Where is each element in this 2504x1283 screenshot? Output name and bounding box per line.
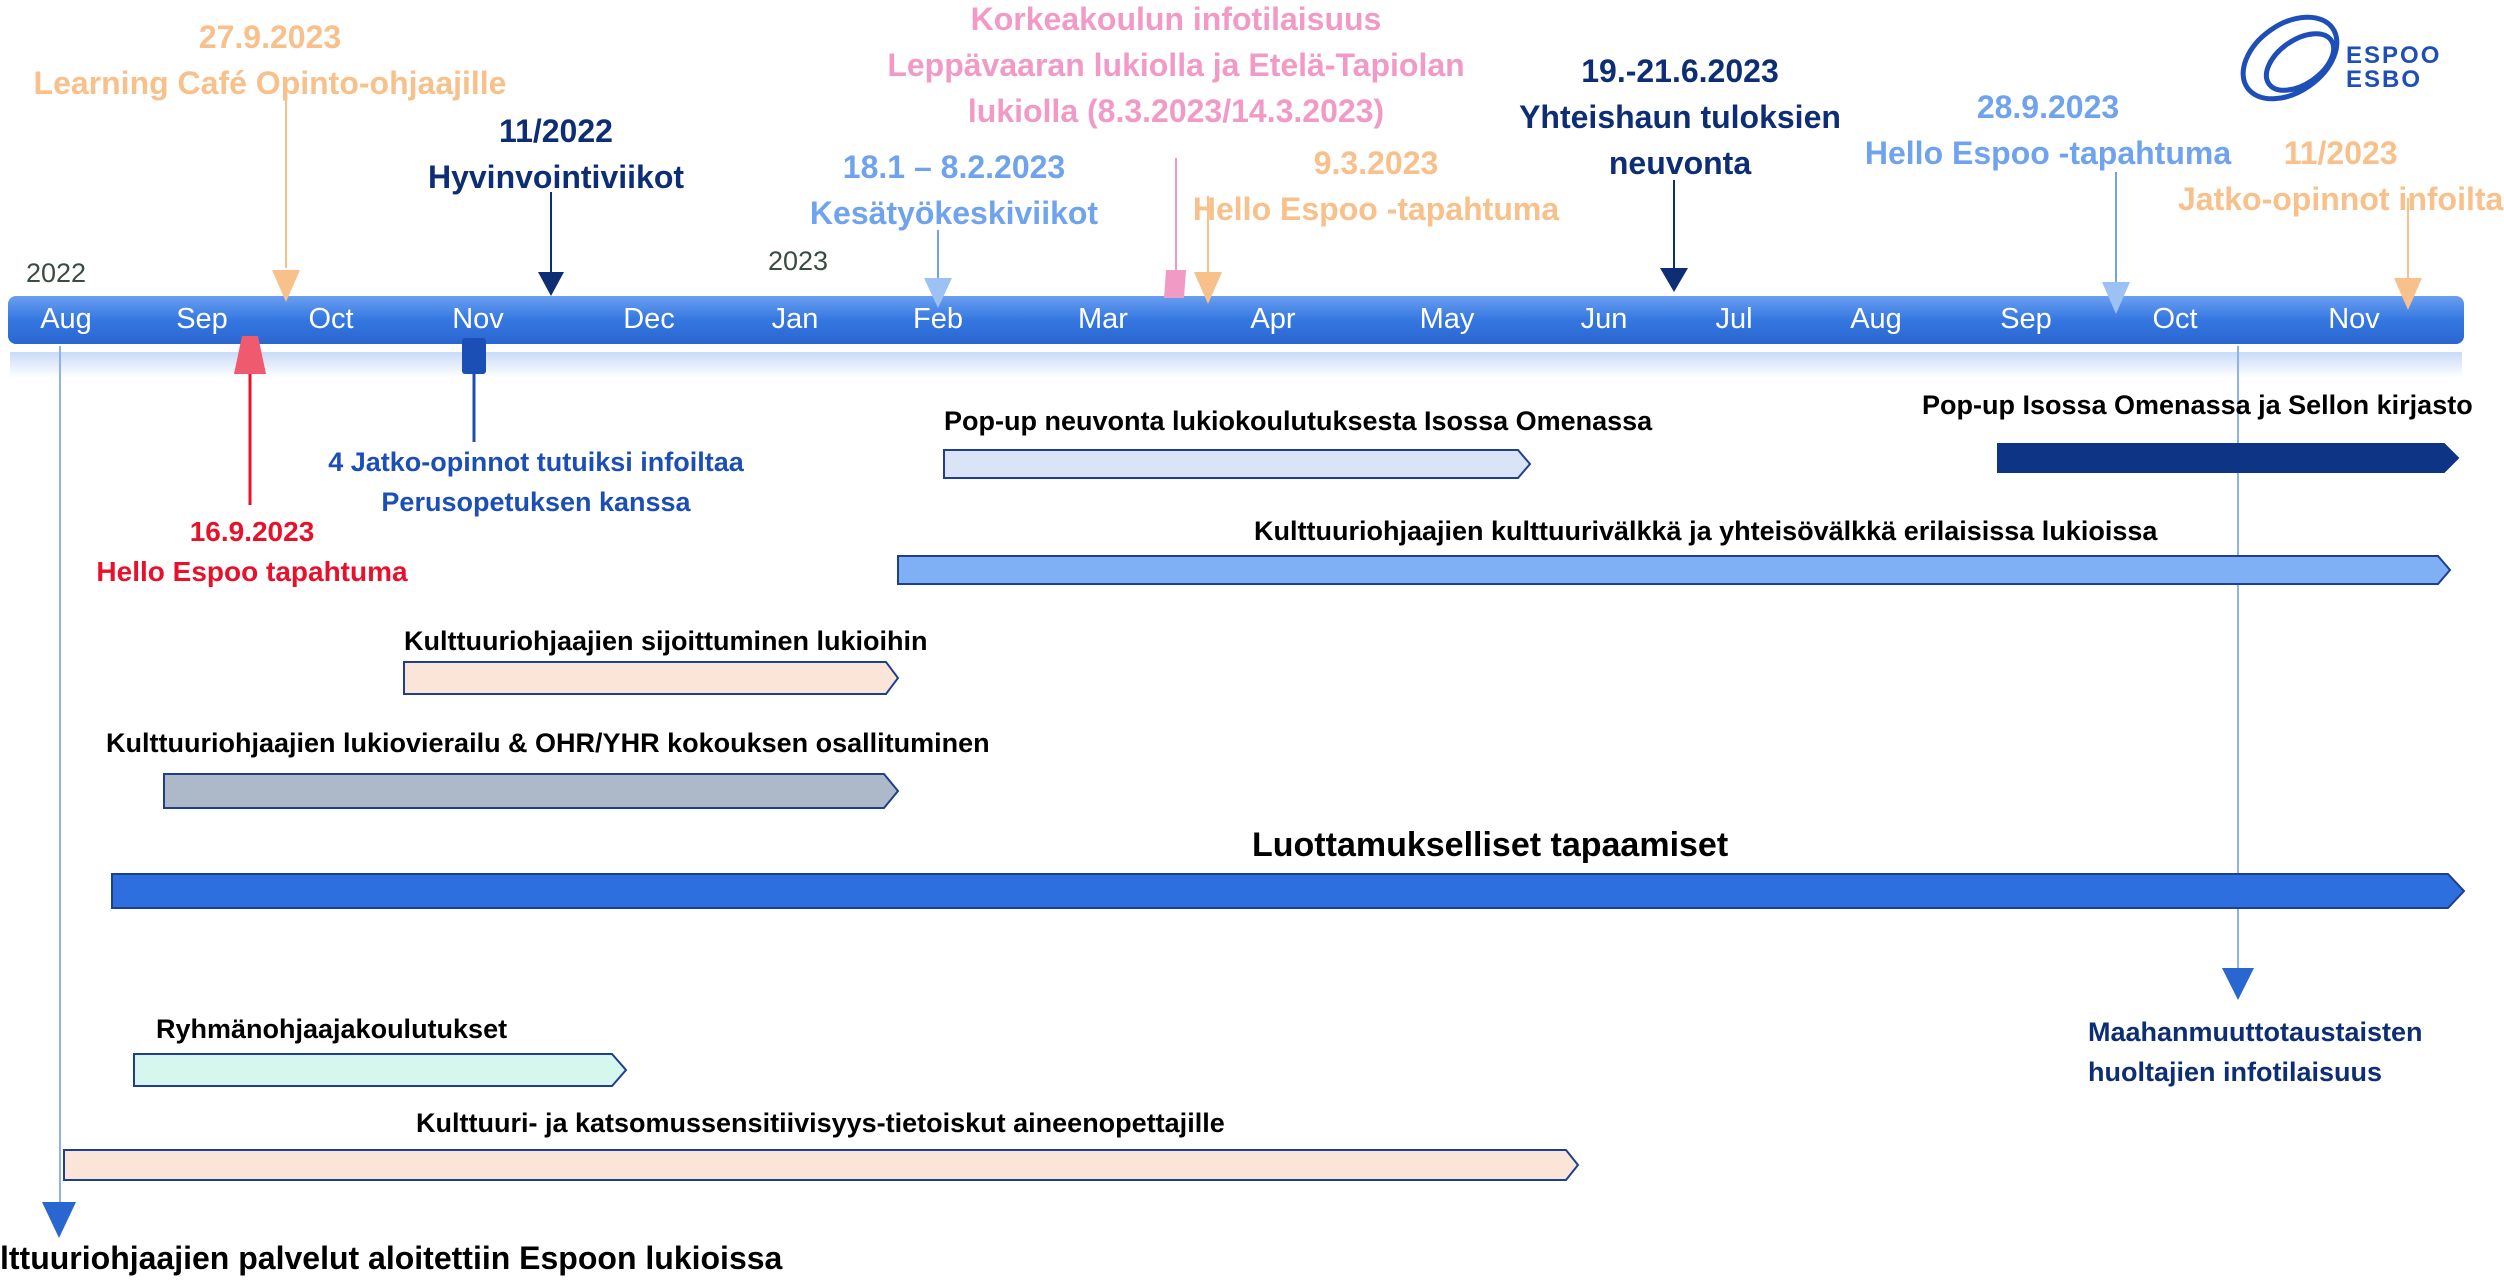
- event-title: Jatko-opinnot infoilta: [2178, 181, 2504, 217]
- bar-popup-sello: [1997, 443, 2460, 473]
- marker-hello-march: [1194, 272, 1222, 304]
- month-label: Jun: [1580, 303, 1628, 335]
- event-title: Hello Espoo -tapahtuma: [1192, 191, 1560, 227]
- marker-learning-cafe: [272, 270, 300, 302]
- event-date: 9.3.2023: [1313, 145, 1439, 181]
- bar-label-sijoittuminen: Kulttuuriohjaajien sijoittuminen lukioih…: [404, 626, 928, 656]
- bar-lukiovierailu: [163, 773, 900, 809]
- marker-maahanmuutto: [2222, 968, 2254, 1000]
- event-date: 16.9.2023: [189, 516, 315, 547]
- bar-label-popup-sello: Pop-up Isossa Omenassa ja Sellon kirjast…: [1922, 390, 2473, 420]
- month-label: Feb: [913, 303, 963, 335]
- event-date: 11/2023: [2283, 135, 2398, 171]
- bar-label-luottamukselliset: Luottamukselliset tapaamiset: [1252, 826, 1729, 864]
- month-label: Jul: [1715, 303, 1753, 335]
- logo-line1: ESPOO: [2346, 42, 2442, 69]
- event-title: Hello Espoo tapahtuma: [96, 556, 408, 587]
- event-line: Perusopetuksen kanssa: [381, 487, 691, 517]
- marker-hyvinvointi: [538, 272, 564, 296]
- month-label: Nov: [2328, 303, 2380, 335]
- event-date: 11/2022: [499, 113, 613, 149]
- marker-jatko-nov: [2394, 278, 2422, 310]
- event-title: neuvonta: [1608, 145, 1752, 181]
- month-label: Aug: [1850, 303, 1902, 335]
- month-label: May: [1419, 303, 1475, 335]
- event-title: Kesätyökeskiviikot: [809, 195, 1099, 231]
- bar-sijoittuminen: [403, 661, 900, 695]
- month-label: Jan: [771, 303, 819, 335]
- marker-yhteishaku: [1660, 268, 1688, 292]
- event-jatko-nov: 11/2023 Jatko-opinnot infoilta: [2178, 130, 2503, 222]
- marker-hello-sep: [2102, 282, 2130, 314]
- timeline-glow: [10, 352, 2462, 378]
- event-line: Korkeakoulun infotilaisuus: [970, 1, 1382, 37]
- marker-palvelut: [42, 1202, 76, 1238]
- marker-korkeakoulu: [1164, 270, 1186, 298]
- bar-label-ryhmanohjaaja: Ryhmänohjaajakoulutukset: [156, 1014, 508, 1044]
- event-date: 19.-21.6.2023: [1581, 53, 1779, 89]
- month-label: Mar: [1078, 303, 1128, 335]
- event-line: Leppävaaran lukiolla ja Etelä-Tapiolan: [887, 47, 1465, 83]
- espoo-logo-icon: [2240, 14, 2340, 102]
- logo-text: ESPOO ESBO: [2346, 44, 2441, 92]
- month-label: Dec: [623, 303, 675, 335]
- event-line: huoltajien infotilaisuus: [2088, 1057, 2383, 1087]
- event-title: Hello Espoo -tapahtuma: [1864, 135, 2232, 171]
- month-label: Oct: [308, 303, 354, 335]
- event-hello-red: 16.9.2023 Hello Espoo tapahtuma: [96, 512, 407, 592]
- marker-hello-red: [234, 336, 266, 374]
- event-line: lukiolla (8.3.2023/14.3.2023): [967, 93, 1385, 129]
- bar-label-lukiovierailu: Kulttuuriohjaajien lukiovierailu & OHR/Y…: [106, 728, 990, 758]
- bar-luottamukselliset: [111, 873, 2466, 909]
- month-label: Apr: [1250, 303, 1296, 335]
- event-maahanmuutto: Maahanmuuttotaustaisten huoltajien infot…: [2088, 1012, 2423, 1092]
- bar-label-popup-omena: Pop-up neuvonta lukiokoulutuksesta Isoss…: [944, 406, 1653, 436]
- marker-kesatyo: [924, 278, 952, 308]
- event-jatko-perus: 4 Jatko-opinnot tutuiksi infoiltaa Perus…: [328, 442, 744, 522]
- event-line: Maahanmuuttotaustaisten: [2088, 1017, 2423, 1047]
- month-label: Aug: [40, 303, 92, 335]
- month-label: Sep: [176, 303, 228, 335]
- event-yhteishaku: 19.-21.6.2023 Yhteishaun tuloksien neuvo…: [1519, 48, 1841, 186]
- event-title: Hyvinvointiviikot: [427, 159, 685, 195]
- event-date: 18.1 – 8.2.2023: [842, 149, 1066, 185]
- event-title: Yhteishaun tuloksien: [1519, 99, 1841, 135]
- timeline-band: [8, 296, 2464, 344]
- marker-jatko-perus: [462, 338, 486, 374]
- event-title: Learning Café Opinto-ohjaajille: [33, 65, 507, 101]
- event-line: 4 Jatko-opinnot tutuiksi infoiltaa: [328, 447, 744, 477]
- bar-popup-omena: [943, 449, 1532, 479]
- event-learning-cafe: 27.9.2023 Learning Café Opinto-ohjaajill…: [34, 14, 507, 106]
- event-korkeakoulu: Korkeakoulun infotilaisuus Leppävaaran l…: [887, 0, 1464, 134]
- bar-label-kulttuurivalkka: Kulttuuriohjaajien kulttuurivälkkä ja yh…: [1254, 516, 2158, 546]
- year-2023: 2023: [768, 246, 829, 276]
- bar-sensitiivisyys: [63, 1149, 1580, 1181]
- event-date: 27.9.2023: [198, 19, 342, 55]
- month-label: Oct: [2152, 303, 2198, 335]
- event-hyvinvointi: 11/2022 Hyvinvointiviikot: [428, 108, 684, 200]
- bar-kulttuurivalkka: [897, 555, 2452, 585]
- event-kesatyo: 18.1 – 8.2.2023 Kesätyökeskiviikot: [810, 144, 1098, 236]
- bar-ryhmanohjaaja: [133, 1053, 628, 1087]
- event-date: 28.9.2023: [1976, 89, 2120, 125]
- event-hello-march: 9.3.2023 Hello Espoo -tapahtuma: [1193, 140, 1559, 232]
- event-hello-sep: 28.9.2023 Hello Espoo -tapahtuma: [1865, 84, 2231, 176]
- event-palvelut: lttuuriohjaajien palvelut aloitettiin Es…: [0, 1240, 783, 1276]
- month-label: Nov: [452, 303, 504, 335]
- month-label: Sep: [2000, 303, 2052, 335]
- year-2022: 2022: [26, 258, 87, 288]
- bar-label-sensitiivisyys: Kulttuuri- ja katsomussensitiivisyys-tie…: [416, 1108, 1225, 1138]
- logo-line2: ESBO: [2346, 66, 2423, 93]
